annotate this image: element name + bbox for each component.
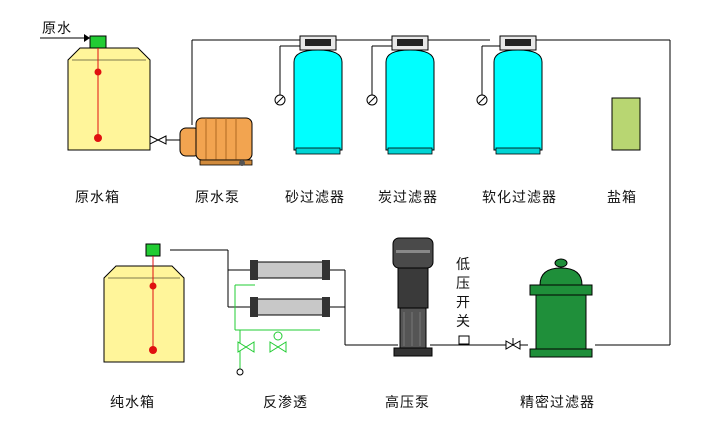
raw-water-pump-label: 原水泵 [195,190,240,206]
float-switch-icon [145,243,161,257]
carbon-filter [366,35,435,155]
softener-filter-label: 软化过滤器 [482,190,557,206]
pipework [40,34,671,346]
salt-tank-label: 盐箱 [607,190,637,206]
valve-icon [505,338,521,350]
raw-water-tank-label: 原水箱 [75,190,120,206]
reverse-osmosis-label: 反渗透 [263,395,308,411]
precision-filter [529,258,593,358]
high-pressure-pump-label: 高压泵 [385,395,430,411]
low-pressure-switch [458,335,470,345]
float-switch-icon [89,35,107,49]
pure-water-tank [103,243,185,363]
low-pressure-switch-label: 低压开关 [456,257,470,330]
pure-water-tank-label: 纯水箱 [110,395,155,411]
sand-filter-label: 砂过滤器 [285,190,345,206]
precision-filter-label: 精密过滤器 [520,395,595,411]
ro-concentrate-lines [234,284,320,370]
raw-water-pump [149,117,253,166]
carbon-filter-label: 炭过滤器 [378,190,438,206]
raw-water-tank [67,35,151,151]
salt-tank [611,97,641,151]
sand-filter [274,35,343,155]
raw-water-inlet-label: 原水 [42,21,72,37]
high-pressure-pump [392,237,434,357]
softener-filter [476,35,543,155]
reverse-osmosis-unit [236,260,330,376]
